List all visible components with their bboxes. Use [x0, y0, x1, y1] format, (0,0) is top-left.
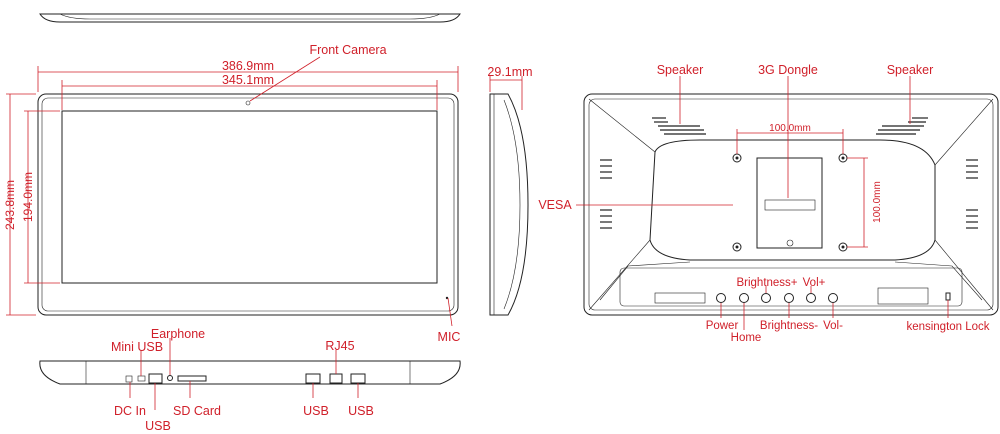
home-label: Home: [731, 332, 762, 344]
vol-minus-label: Vol-: [823, 320, 843, 332]
earphone-jack: [167, 375, 173, 381]
mini-usb-label: Mini USB: [111, 340, 163, 354]
power-label: Power: [706, 320, 739, 332]
vol-plus-label: Vol+: [803, 277, 826, 289]
back-callout-lines: [679, 76, 911, 198]
screen-height-label: 194.0mm: [21, 172, 35, 222]
front-camera-lens: [245, 100, 251, 106]
back-outer-frame: [583, 93, 999, 316]
speaker-grille-right: [876, 117, 928, 135]
outer-height-label: 243.8mm: [3, 180, 17, 230]
front-view: [37, 93, 459, 316]
rj45-label: RJ45: [325, 339, 354, 353]
vesa-dimensions: [576, 129, 868, 248]
front-dimensions: [6, 56, 459, 327]
front-screen: [61, 110, 438, 284]
front-outer-frame: [37, 93, 459, 316]
sd-card-label: SD Card: [173, 404, 221, 418]
sd-card-slot: [177, 375, 207, 382]
vent-slots-left: [600, 159, 612, 229]
dongle-bay: [756, 157, 823, 249]
power-button: [716, 293, 726, 303]
earphone-label: Earphone: [151, 327, 205, 341]
usb-label-1: USB: [145, 419, 171, 433]
back-recess: [649, 139, 936, 261]
speaker-left-label: Speaker: [657, 63, 704, 77]
brightness-minus-label: Brightness-: [760, 320, 818, 332]
side-view: [489, 76, 529, 316]
rj45-port: [329, 373, 343, 384]
speaker-right-label: Speaker: [887, 63, 934, 77]
vesa-horizontal-label: 100.0mm: [769, 123, 811, 134]
vent-slots-right: [966, 159, 978, 229]
kensington-slot: [945, 292, 951, 301]
back-view: [583, 93, 999, 316]
back-buttons: [654, 286, 951, 330]
mic-hole: [445, 296, 449, 300]
depth-label: 29.1mm: [487, 65, 532, 79]
vol-minus-button: [828, 293, 838, 303]
speaker-grille-left: [652, 117, 706, 135]
screen-width-label: 345.1mm: [222, 73, 274, 87]
top-view: [39, 13, 461, 23]
vesa-label: VESA: [538, 198, 572, 212]
bottom-view: [39, 360, 461, 385]
vol-plus-button: [806, 293, 816, 303]
usb-port-3: [350, 373, 366, 384]
mini-usb-port: [137, 375, 146, 382]
front-camera-label: Front Camera: [309, 43, 386, 57]
vesa-vertical-label: 100.0mm: [872, 181, 883, 223]
home-button: [739, 293, 749, 303]
outer-width-label: 386.9mm: [222, 59, 274, 73]
mic-label: MIC: [438, 330, 461, 344]
bottom-callout-lines: [129, 338, 359, 410]
brightness-plus-button: [761, 293, 771, 303]
brightness-minus-button: [784, 293, 794, 303]
dc-in-port: [125, 375, 133, 383]
usb-label-2: USB: [303, 404, 329, 418]
vesa-holes: [732, 153, 848, 252]
dongle-label: 3G Dongle: [758, 63, 818, 77]
usb-port-1: [148, 373, 163, 384]
usb-label-3: USB: [348, 404, 374, 418]
dc-in-label: DC In: [114, 404, 146, 418]
kensington-label: kensington Lock: [906, 321, 989, 333]
usb-port-2: [305, 373, 321, 384]
brightness-plus-label: Brightness+: [736, 277, 797, 289]
